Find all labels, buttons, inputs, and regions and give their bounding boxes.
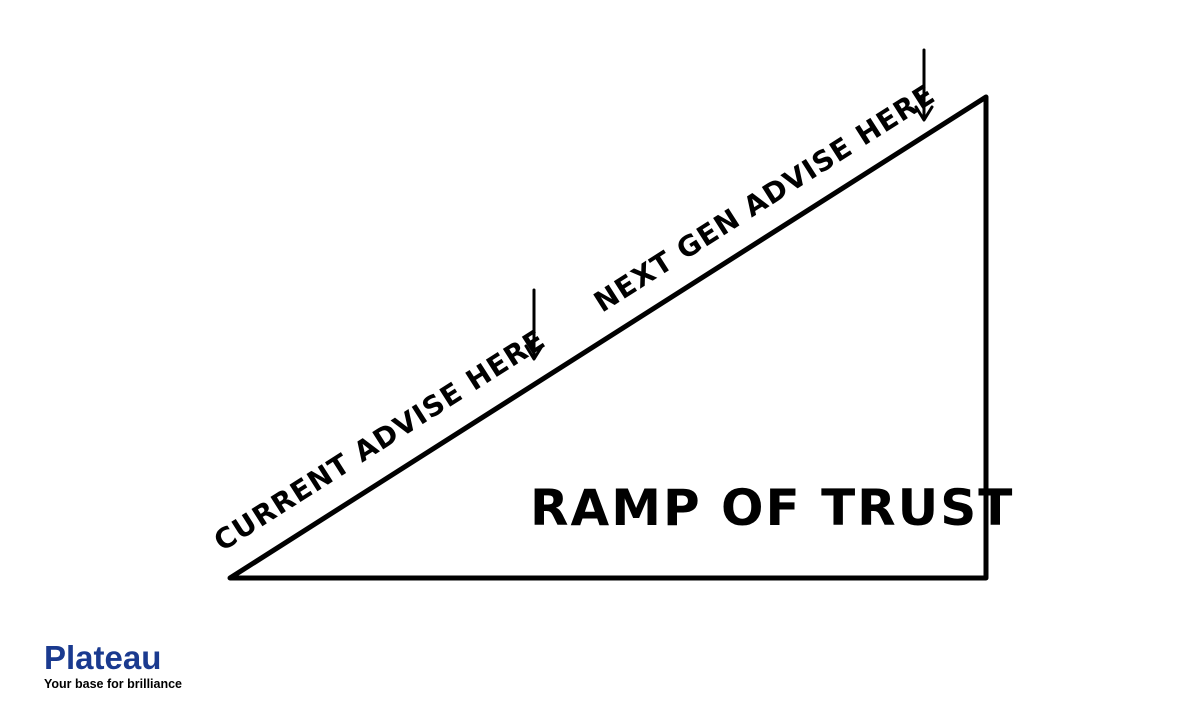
logo-wordmark: Plateau (44, 639, 162, 676)
ramp-triangle (227, 94, 989, 581)
diagram-title: RAMP OF TRUST (530, 479, 1014, 537)
next-gen-advise-label: NEXT GEN ADVISE HERE (588, 77, 941, 318)
plateau-logo: Plateau Your base for brilliance (44, 641, 244, 692)
current-advise-label: CURRENT ADVISE HERE (208, 323, 551, 558)
logo-tagline: Your base for brilliance (44, 677, 183, 691)
next-gen-advise-arrow (914, 48, 934, 122)
current-advise-arrow (524, 288, 544, 361)
